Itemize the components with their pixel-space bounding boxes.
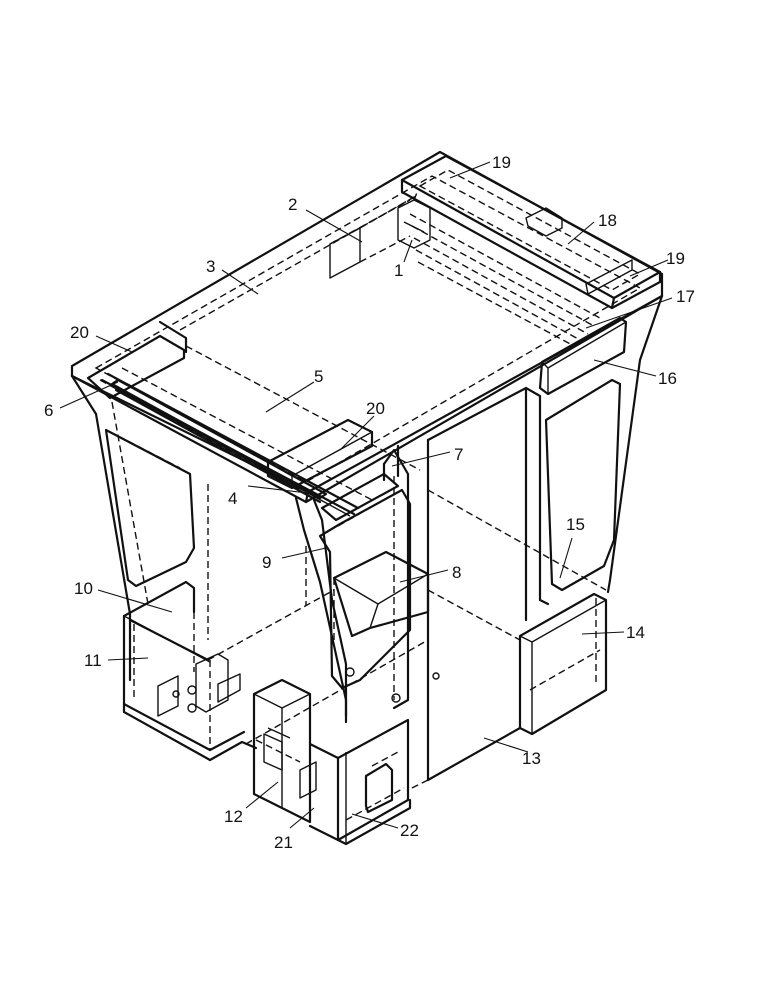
inner-box-8 (332, 550, 430, 700)
callout-20-front: 20 (366, 399, 385, 418)
floor (207, 589, 522, 791)
callout-6: 6 (44, 401, 53, 420)
callout-12: 12 (224, 807, 243, 826)
callout-5: 5 (314, 367, 323, 386)
callout-19-right: 19 (666, 249, 685, 268)
callout-11: 11 (84, 651, 102, 670)
callout-18: 18 (598, 211, 617, 230)
callout-2: 2 (288, 195, 297, 214)
leader-lines (59, 161, 673, 829)
callout-19-top: 19 (492, 153, 511, 172)
callout-1: 1 (394, 261, 403, 280)
callout-16: 16 (658, 369, 677, 388)
callout-13: 13 (522, 749, 541, 768)
callout-9: 9 (262, 553, 271, 572)
callout-3: 3 (206, 257, 215, 276)
bracket-2 (329, 195, 417, 279)
left-base-box (122, 580, 241, 762)
rear-rail (400, 154, 662, 310)
callout-21: 21 (274, 833, 293, 852)
top-slides (409, 213, 601, 347)
callout-10: 10 (74, 579, 93, 598)
right-base-box (518, 592, 608, 736)
callout-7: 7 (454, 445, 463, 464)
callout-20-left: 20 (70, 323, 89, 342)
callout-4: 4 (228, 489, 237, 508)
callout-22: 22 (400, 821, 419, 840)
front-edge-strip (110, 378, 328, 504)
callout-14: 14 (626, 623, 645, 642)
middle-partition (207, 444, 412, 718)
callout-15: 15 (566, 515, 585, 534)
front-lower-module (252, 678, 412, 846)
right-side-panel (524, 294, 664, 606)
callout-8: 8 (452, 563, 461, 582)
callout-labels: 1 2 3 4 5 6 7 8 9 10 11 12 13 14 15 16 1… (44, 153, 695, 852)
callout-17: 17 (676, 287, 695, 306)
